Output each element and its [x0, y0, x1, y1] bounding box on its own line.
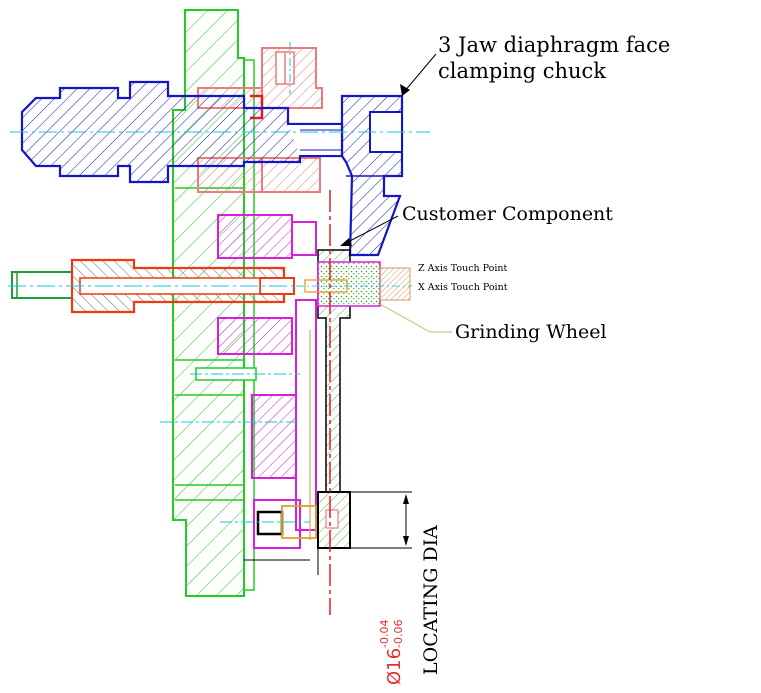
chuck-jaw [340, 94, 404, 257]
grinding-wheel [296, 261, 412, 307]
spacer-blocks [217, 214, 317, 549]
chuck-label-line1: 3 Jaw diaphragm face [438, 33, 670, 57]
dim-upper-tol: -0.04 [378, 620, 391, 648]
wheel-label: Grinding Wheel [455, 321, 607, 343]
drawbar-shaft [20, 80, 344, 184]
chuck-label-line2: clamping chuck [438, 59, 606, 83]
leader-lines [340, 53, 452, 333]
locating-label: LOCATING DIA [420, 525, 442, 675]
z-touch-label: Z Axis Touch Point [418, 263, 508, 274]
dim-nominal: Ø16 [384, 648, 405, 685]
x-touch-label: X Axis Touch Point [418, 282, 508, 293]
component-label: Customer Component [402, 203, 613, 225]
customer-component [309, 249, 351, 549]
center-lines [8, 42, 430, 615]
locating-dimension [350, 491, 412, 549]
dim-lower-tol: -0.06 [392, 620, 405, 648]
